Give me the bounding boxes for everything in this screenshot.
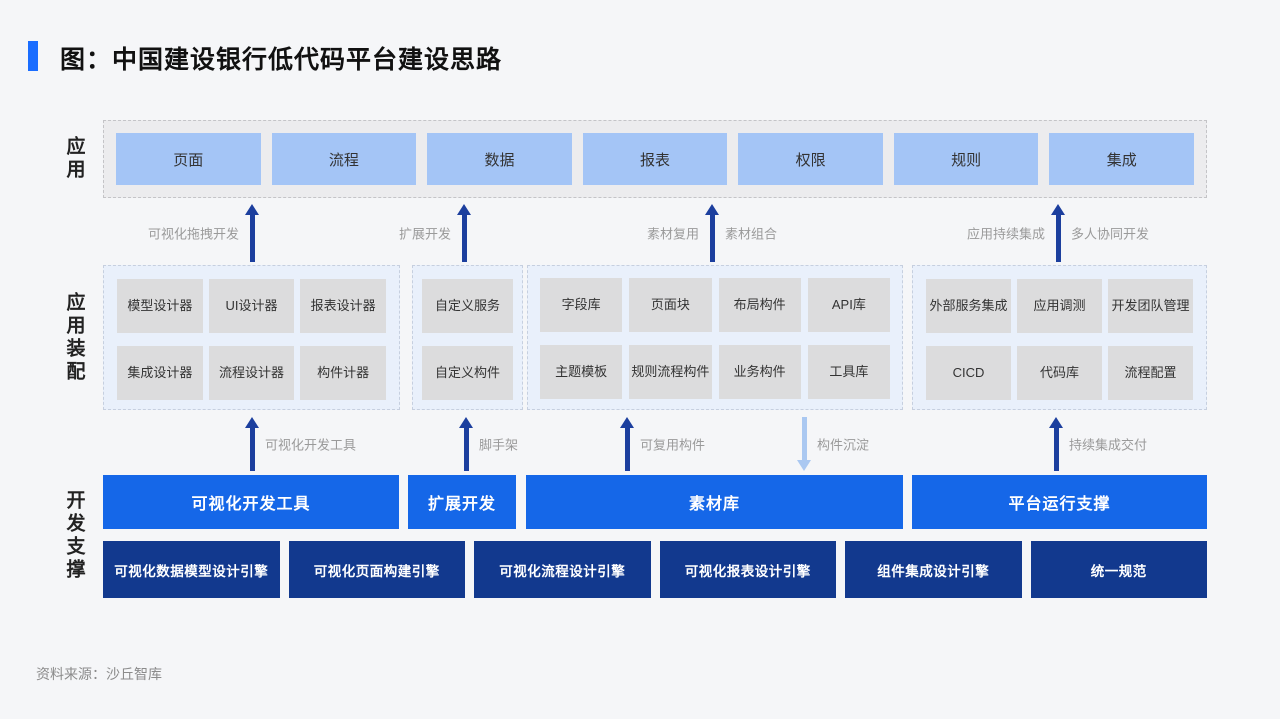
app-box-integration: 集成 (1049, 133, 1195, 185)
arrow-row-bottom: 可视化开发工具 脚手架 可复用构件 构件沉淀 持续集成交付 (0, 417, 1280, 471)
assembly-group-custom: 自定义服务 自定义构件 (412, 265, 523, 410)
assembly-box: CICD (926, 346, 1011, 400)
arrow-label: 应用持续集成 (966, 226, 1045, 242)
assembly-box: 应用调测 (1017, 279, 1102, 333)
assembly-box: API库 (807, 278, 890, 332)
application-layer-container: 页面 流程 数据 报表 权限 规则 集成 (103, 120, 1207, 198)
arrow-label: 脚手架 (479, 437, 519, 453)
assembly-box: 自定义服务 (422, 279, 513, 333)
assembly-box: 自定义构件 (422, 346, 513, 400)
assembly-box: 工具库 (807, 345, 890, 399)
support-box-material-library: 素材库 (526, 475, 903, 529)
data-source-note: 资料来源：沙丘智库 (36, 666, 162, 682)
engine-box: 可视化数据模型设计引擎 (103, 541, 280, 598)
arrow-label: 素材复用 (646, 226, 699, 242)
up-arrow-icon (459, 417, 473, 471)
app-box-rule: 规则 (893, 133, 1039, 185)
arrow-label: 构件沉淀 (817, 437, 870, 453)
row-label-application: 应用 (63, 136, 85, 182)
up-arrow-icon (620, 417, 634, 471)
assembly-box: 规则流程构件 (629, 345, 712, 399)
arrow-label: 扩展开发 (398, 226, 451, 242)
assembly-box: 模型设计器 (117, 279, 203, 333)
page-title: 图：中国建设银行低代码平台建设思路 (60, 46, 503, 74)
assembly-box: 流程配置 (1108, 346, 1193, 400)
engine-box: 统一规范 (1030, 541, 1207, 598)
engine-box: 可视化报表设计引擎 (659, 541, 836, 598)
arrow-label: 多人协同开发 (1071, 226, 1150, 242)
support-box-visual-dev-tools: 可视化开发工具 (103, 475, 399, 529)
row-label-support: 开发支撑 (63, 489, 85, 582)
assembly-box: 业务构件 (718, 345, 801, 399)
assembly-box: 布局构件 (718, 278, 801, 332)
title-accent-bar (28, 41, 38, 71)
assembly-group-platform-ops: 外部服务集成 应用调测 开发团队管理 CICD 代码库 流程配置 (912, 265, 1207, 410)
row-label-assembly: 应用装配 (63, 291, 85, 384)
assembly-box: 主题模板 (540, 345, 623, 399)
support-box-extension-dev: 扩展开发 (408, 475, 516, 529)
engine-box: 可视化页面构建引擎 (288, 541, 465, 598)
arrow-label: 持续集成交付 (1069, 437, 1148, 453)
assembly-box: 字段库 (540, 278, 623, 332)
engine-box: 组件集成设计引擎 (845, 541, 1022, 598)
arrow-row-top: 可视化拖拽开发 扩展开发 素材复用 素材组合 应用持续集成 多人协同开发 (0, 204, 1280, 262)
assembly-box: 页面块 (629, 278, 712, 332)
assembly-group-designers: 模型设计器 UI设计器 报表设计器 集成设计器 流程设计器 构件计器 (103, 265, 400, 410)
arrow-label: 可视化拖拽开发 (147, 226, 239, 242)
engine-box: 可视化流程设计引擎 (474, 541, 651, 598)
assembly-box: 报表设计器 (300, 279, 386, 333)
engine-row: 可视化数据模型设计引擎 可视化页面构建引擎 可视化流程设计引擎 可视化报表设计引… (103, 541, 1207, 598)
app-box-permission: 权限 (738, 133, 883, 185)
assembly-box: 开发团队管理 (1108, 279, 1193, 333)
app-box-report: 报表 (582, 133, 728, 185)
assembly-box: UI设计器 (208, 279, 295, 333)
up-arrow-icon (457, 204, 471, 262)
down-arrow-icon (797, 417, 811, 471)
arrow-label: 可复用构件 (640, 437, 706, 453)
app-box-data: 数据 (427, 133, 572, 185)
assembly-box: 外部服务集成 (926, 279, 1011, 333)
app-box-flow: 流程 (271, 133, 417, 185)
up-arrow-icon (245, 204, 259, 262)
up-arrow-icon (1049, 417, 1063, 471)
assembly-box: 构件计器 (300, 346, 386, 400)
app-box-pages: 页面 (116, 133, 261, 185)
support-box-platform-runtime: 平台运行支撑 (912, 475, 1207, 529)
up-arrow-icon (1051, 204, 1065, 262)
up-arrow-icon (245, 417, 259, 471)
arrow-label: 可视化开发工具 (265, 437, 357, 453)
up-arrow-icon (705, 204, 719, 262)
assembly-box: 集成设计器 (117, 346, 203, 400)
arrow-label: 素材组合 (725, 226, 778, 242)
assembly-box: 流程设计器 (208, 346, 295, 400)
assembly-box: 代码库 (1017, 346, 1102, 400)
assembly-group-materials: 字段库 页面块 布局构件 API库 主题模板 规则流程构件 业务构件 工具库 (527, 265, 903, 410)
